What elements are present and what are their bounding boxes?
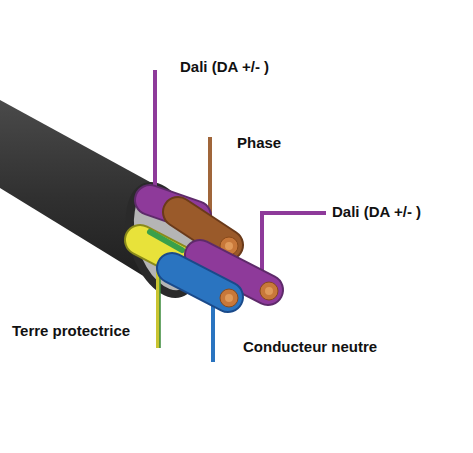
copper-core xyxy=(220,289,238,307)
leader-line xyxy=(156,268,160,348)
wire-label: Dali (DA +/- ) xyxy=(180,58,269,76)
wire-label: Phase xyxy=(237,134,281,152)
wire-label: Terre protectrice xyxy=(12,322,130,340)
blue-conductor xyxy=(172,268,238,307)
leader-line xyxy=(159,268,161,348)
wire-insulation xyxy=(172,268,228,297)
green-stripe xyxy=(150,232,182,250)
copper-core xyxy=(260,282,278,300)
wire-insulation xyxy=(172,268,228,297)
conductors xyxy=(140,200,278,307)
copper-strand xyxy=(225,294,233,302)
copper-strand xyxy=(265,287,273,295)
leader-lines xyxy=(155,70,326,362)
wire-label: Dali (DA +/- ) xyxy=(332,203,421,221)
copper-strand xyxy=(225,242,233,250)
wire-label: Conducteur neutre xyxy=(243,338,377,356)
